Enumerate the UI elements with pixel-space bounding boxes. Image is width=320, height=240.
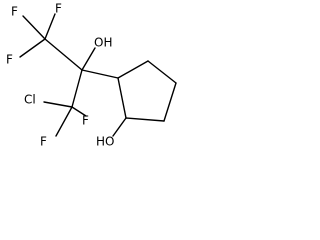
bond-ring-1-2: [117, 60, 149, 79]
bond-quaternary-ring: [81, 69, 119, 79]
fluorine-label-left: F: [6, 53, 13, 67]
bond-ring-4-5: [125, 117, 165, 122]
bond-quaternary-chlorodifluoromethyl: [71, 69, 83, 108]
bond-ring-2-3: [147, 60, 177, 84]
hydroxyl-label-top: OH: [94, 36, 112, 50]
bond-ccl-f-right: [71, 106, 87, 117]
fluorine-label-top-left: F: [11, 5, 18, 19]
bond-ring-3-4: [163, 82, 177, 122]
structure-diagram: F F F OH Cl F F HO: [0, 0, 185, 163]
chlorine-label: Cl: [24, 93, 36, 107]
bond-cf3-f-top-left: [22, 15, 46, 40]
bonds: [19, 13, 177, 137]
bond-cf3-f-left: [19, 38, 46, 58]
bond-cf3-f-top-center: [44, 13, 56, 40]
bond-quaternary-oh: [81, 47, 96, 71]
bond-ccl-f-bottom: [55, 106, 73, 137]
atom-labels: F F F OH Cl F F HO: [6, 2, 114, 149]
fluorine-label-bottom: F: [40, 135, 47, 149]
fluorine-label-lower-right: F: [82, 114, 89, 128]
bond-ring-oh: [112, 117, 127, 137]
bond-cf3-quaternary-carbon: [44, 38, 83, 71]
fluorine-label-top-center: F: [55, 2, 62, 16]
bond-ccl-cl: [43, 101, 73, 108]
hydroxyl-label-bottom: HO: [96, 135, 114, 149]
bond-ring-5-1: [117, 77, 127, 119]
